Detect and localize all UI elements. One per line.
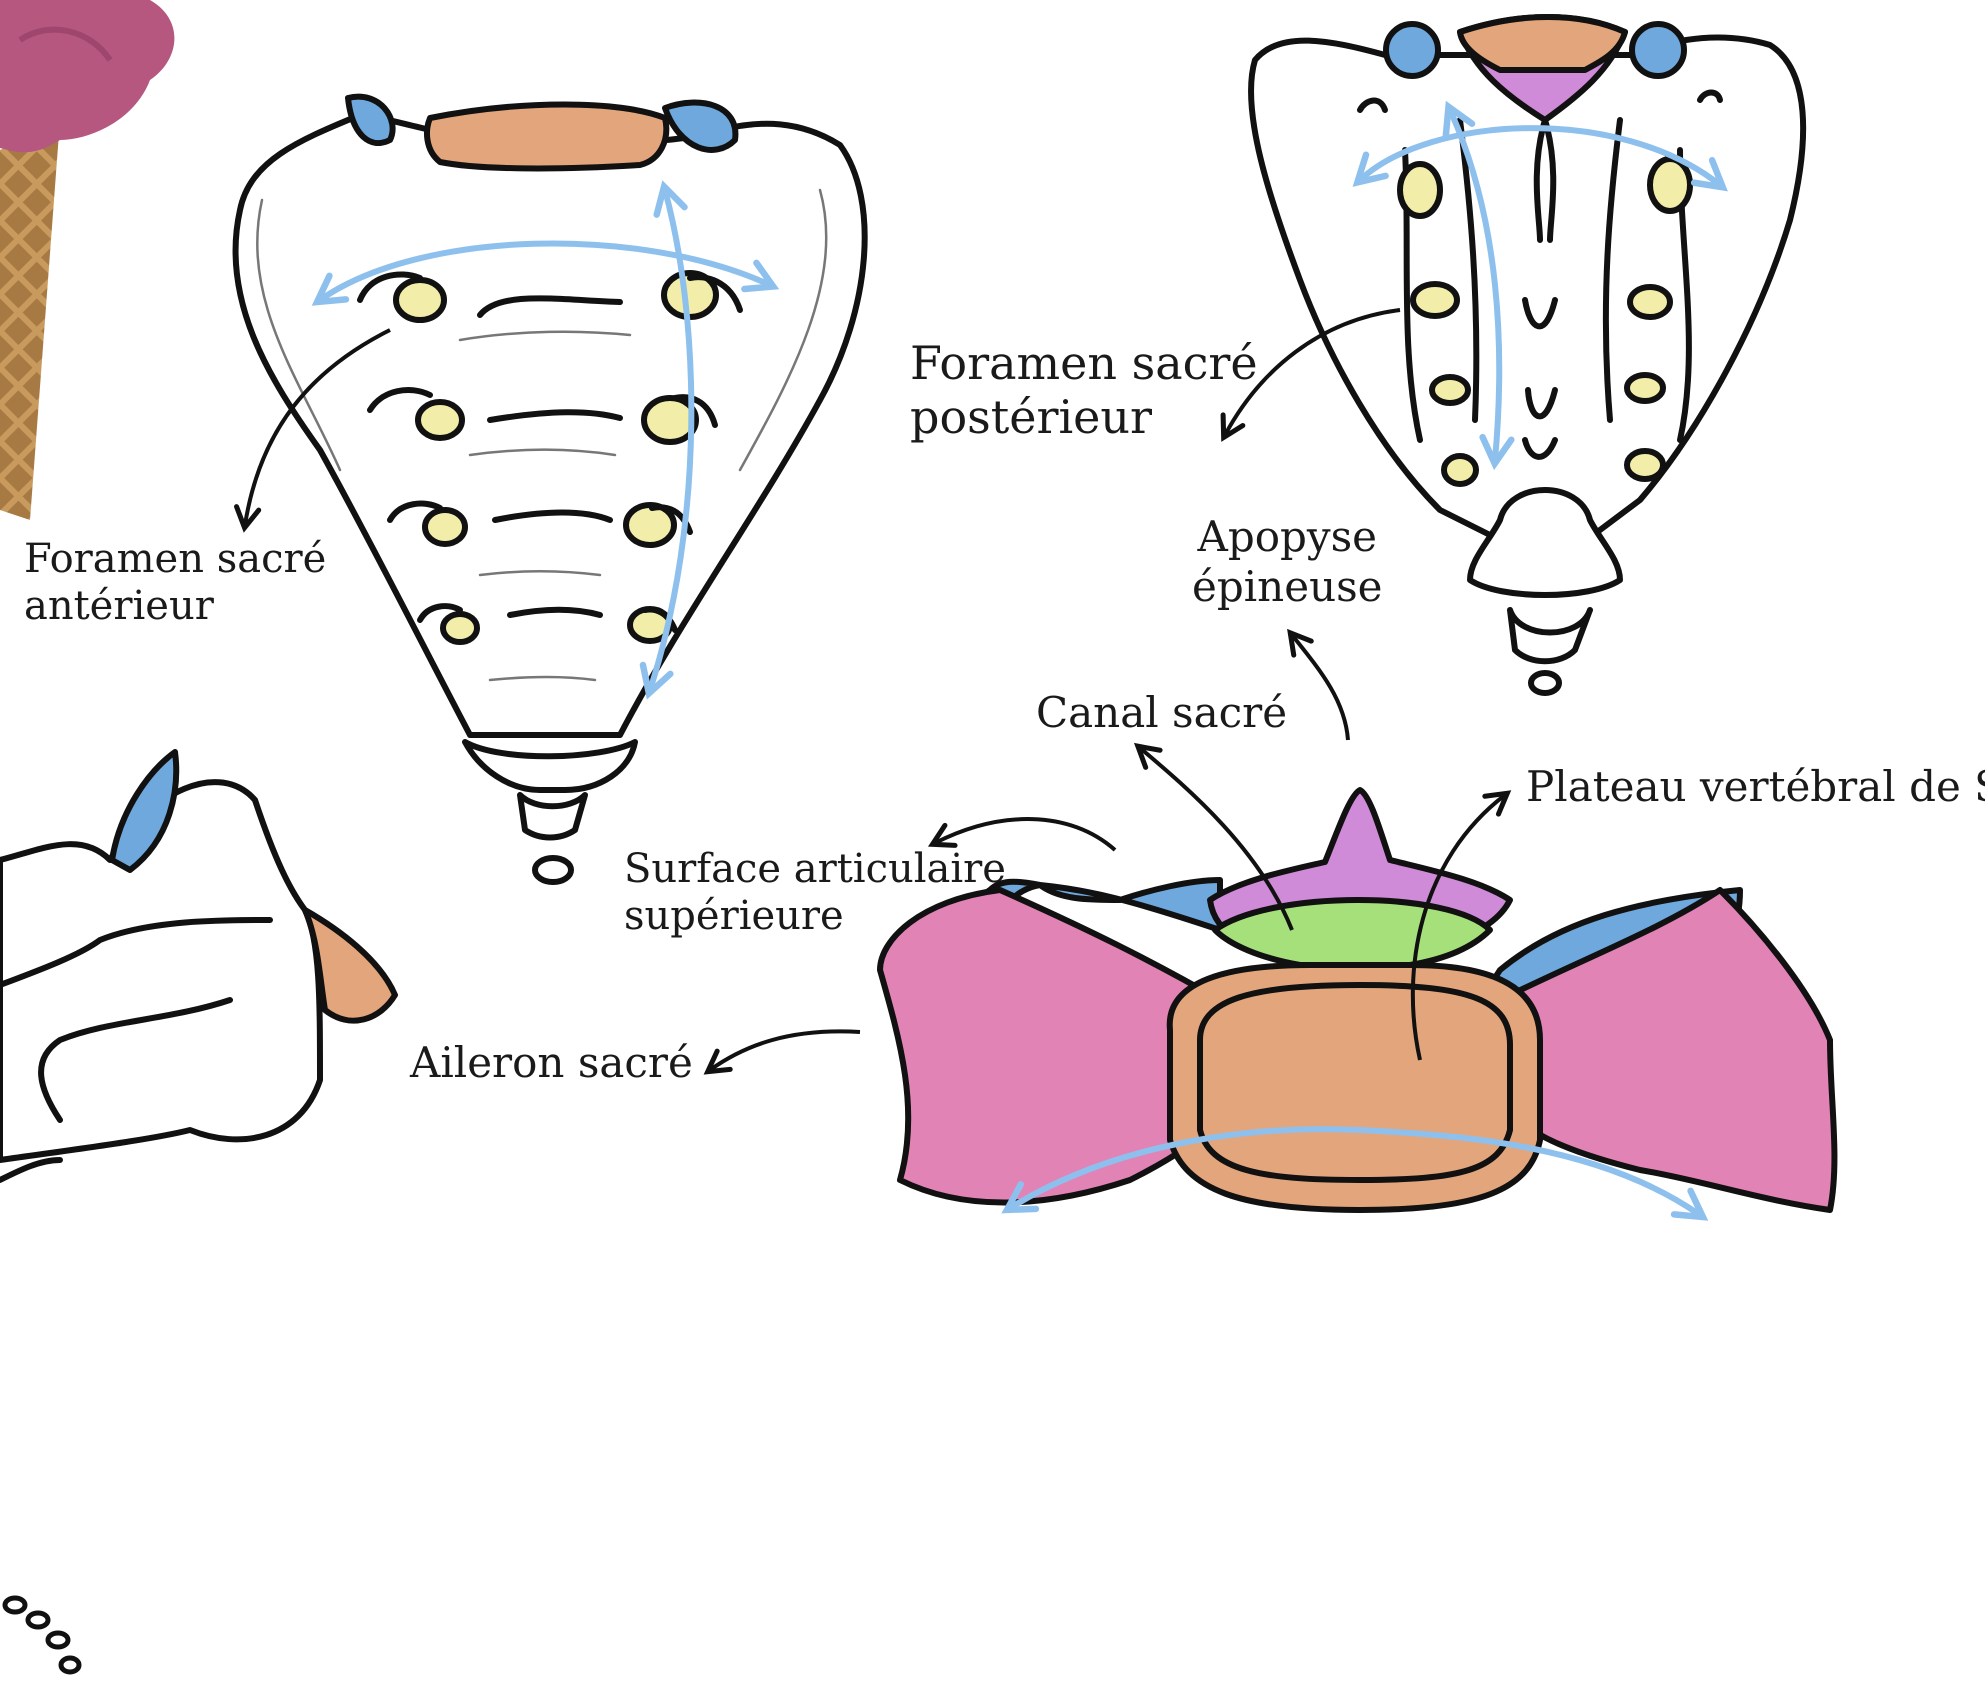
label-foramen-posterior: Foramen sacré postérieur	[910, 336, 1258, 445]
label-canal: Canal sacré	[1036, 688, 1287, 738]
label-foramen-anterior: Foramen sacré antérieur	[24, 536, 326, 630]
icecream-decoration	[0, 0, 174, 520]
label-apophyse-line1: Apopyse	[1192, 512, 1383, 562]
label-foramen-anterior-line1: Foramen sacré	[24, 536, 326, 583]
label-plateau: Plateau vertébral de S1	[1526, 762, 1985, 812]
apophyse-pointer	[1292, 635, 1348, 740]
aileron-pointer	[710, 1031, 860, 1070]
chain-decoration	[5, 1598, 79, 1672]
label-aileron: Aileron sacré	[410, 1038, 693, 1088]
anterior-sacrum-view	[235, 97, 864, 882]
superior-s1-view	[880, 790, 1834, 1210]
label-foramen-anterior-line2: antérieur	[24, 583, 326, 630]
label-surface-line2: supérieure	[624, 893, 1006, 940]
label-surface-line1: Surface articulaire	[624, 846, 1006, 893]
lateral-sacrum-view	[0, 752, 395, 1180]
label-foramen-posterior-line1: Foramen sacré	[910, 336, 1258, 390]
label-apophyse: Apopyse épineuse	[1192, 512, 1383, 611]
label-foramen-posterior-line2: postérieur	[910, 390, 1258, 444]
label-surface: Surface articulaire supérieure	[624, 846, 1006, 940]
label-apophyse-line2: épineuse	[1192, 562, 1383, 612]
